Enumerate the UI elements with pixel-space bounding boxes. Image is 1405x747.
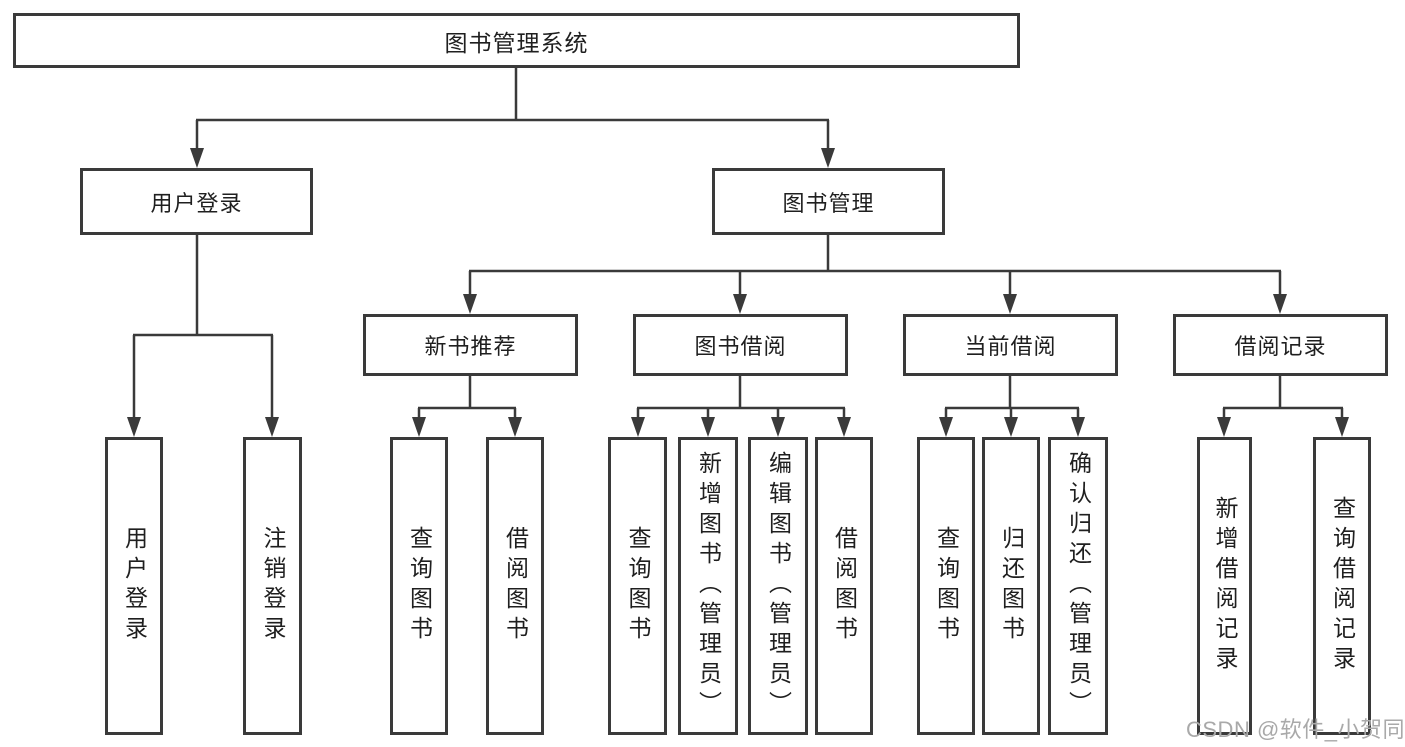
node-leaf-logout: 注销登录: [243, 437, 302, 735]
node-label: 编辑图书（管理员）: [765, 451, 792, 721]
node-user-login: 用户登录: [80, 168, 313, 235]
connector-book-management-to-level3: [468, 233, 1282, 296]
node-label: 图书管理系统: [444, 29, 589, 56]
node-leaf-add-book-admin: 新增图书（管理员）: [678, 437, 738, 735]
connector-root-to-level2: [195, 68, 830, 150]
connector-borrow-record-branch: [1222, 376, 1344, 420]
node-label: 归还图书: [998, 526, 1025, 646]
csdn-watermark: CSDN @软件_小贺同学: [1186, 717, 1405, 742]
node-leaf-borrow-book-2: 借阅图书: [815, 437, 873, 735]
node-leaf-add-borrow-record: 新增借阅记录: [1197, 437, 1252, 735]
node-book-management: 图书管理: [712, 168, 945, 235]
node-borrow-record: 借阅记录: [1173, 314, 1388, 376]
connector-user-login-branch: [132, 235, 274, 420]
node-leaf-query-book-3: 查询图书: [917, 437, 975, 735]
connector-new-book-branch: [417, 376, 517, 420]
node-label: 图书借阅: [694, 334, 787, 359]
node-label: 新书推荐: [424, 334, 517, 359]
node-leaf-query-book-1: 查询图书: [390, 437, 448, 735]
node-leaf-confirm-return-admin: 确认归还（管理员）: [1048, 437, 1108, 735]
node-label: 借阅图书: [831, 526, 858, 646]
node-new-book-recommend: 新书推荐: [363, 314, 578, 376]
node-leaf-query-borrow-record: 查询借阅记录: [1313, 437, 1371, 735]
node-label: 查询图书: [933, 526, 960, 646]
node-label: 新增图书（管理员）: [695, 451, 722, 721]
node-library-management-system: 图书管理系统: [13, 13, 1020, 68]
node-leaf-user-login: 用户登录: [105, 437, 163, 735]
node-label: 借阅图书: [502, 526, 529, 646]
node-label: 新增借阅记录: [1212, 496, 1238, 676]
node-label: 图书管理: [782, 190, 875, 216]
node-leaf-return-book: 归还图书: [982, 437, 1040, 735]
node-label: 确认归还（管理员）: [1065, 451, 1092, 721]
node-book-borrow: 图书借阅: [633, 314, 848, 376]
node-leaf-edit-book-admin: 编辑图书（管理员）: [748, 437, 808, 735]
node-label: 查询图书: [406, 526, 433, 646]
connector-current-borrow-branch: [944, 376, 1080, 420]
node-label: 查询借阅记录: [1329, 496, 1356, 676]
node-label: 用户登录: [121, 526, 148, 646]
node-label: 当前借阅: [964, 334, 1057, 359]
node-label: 查询图书: [625, 526, 651, 646]
node-label: 借阅记录: [1234, 334, 1327, 359]
node-leaf-borrow-book-1: 借阅图书: [486, 437, 544, 735]
node-label: 注销登录: [260, 526, 286, 646]
node-current-borrow: 当前借阅: [903, 314, 1118, 376]
connector-book-borrow-branch: [636, 376, 846, 420]
node-leaf-query-book-2: 查询图书: [608, 437, 667, 735]
node-label: 用户登录: [150, 190, 243, 216]
